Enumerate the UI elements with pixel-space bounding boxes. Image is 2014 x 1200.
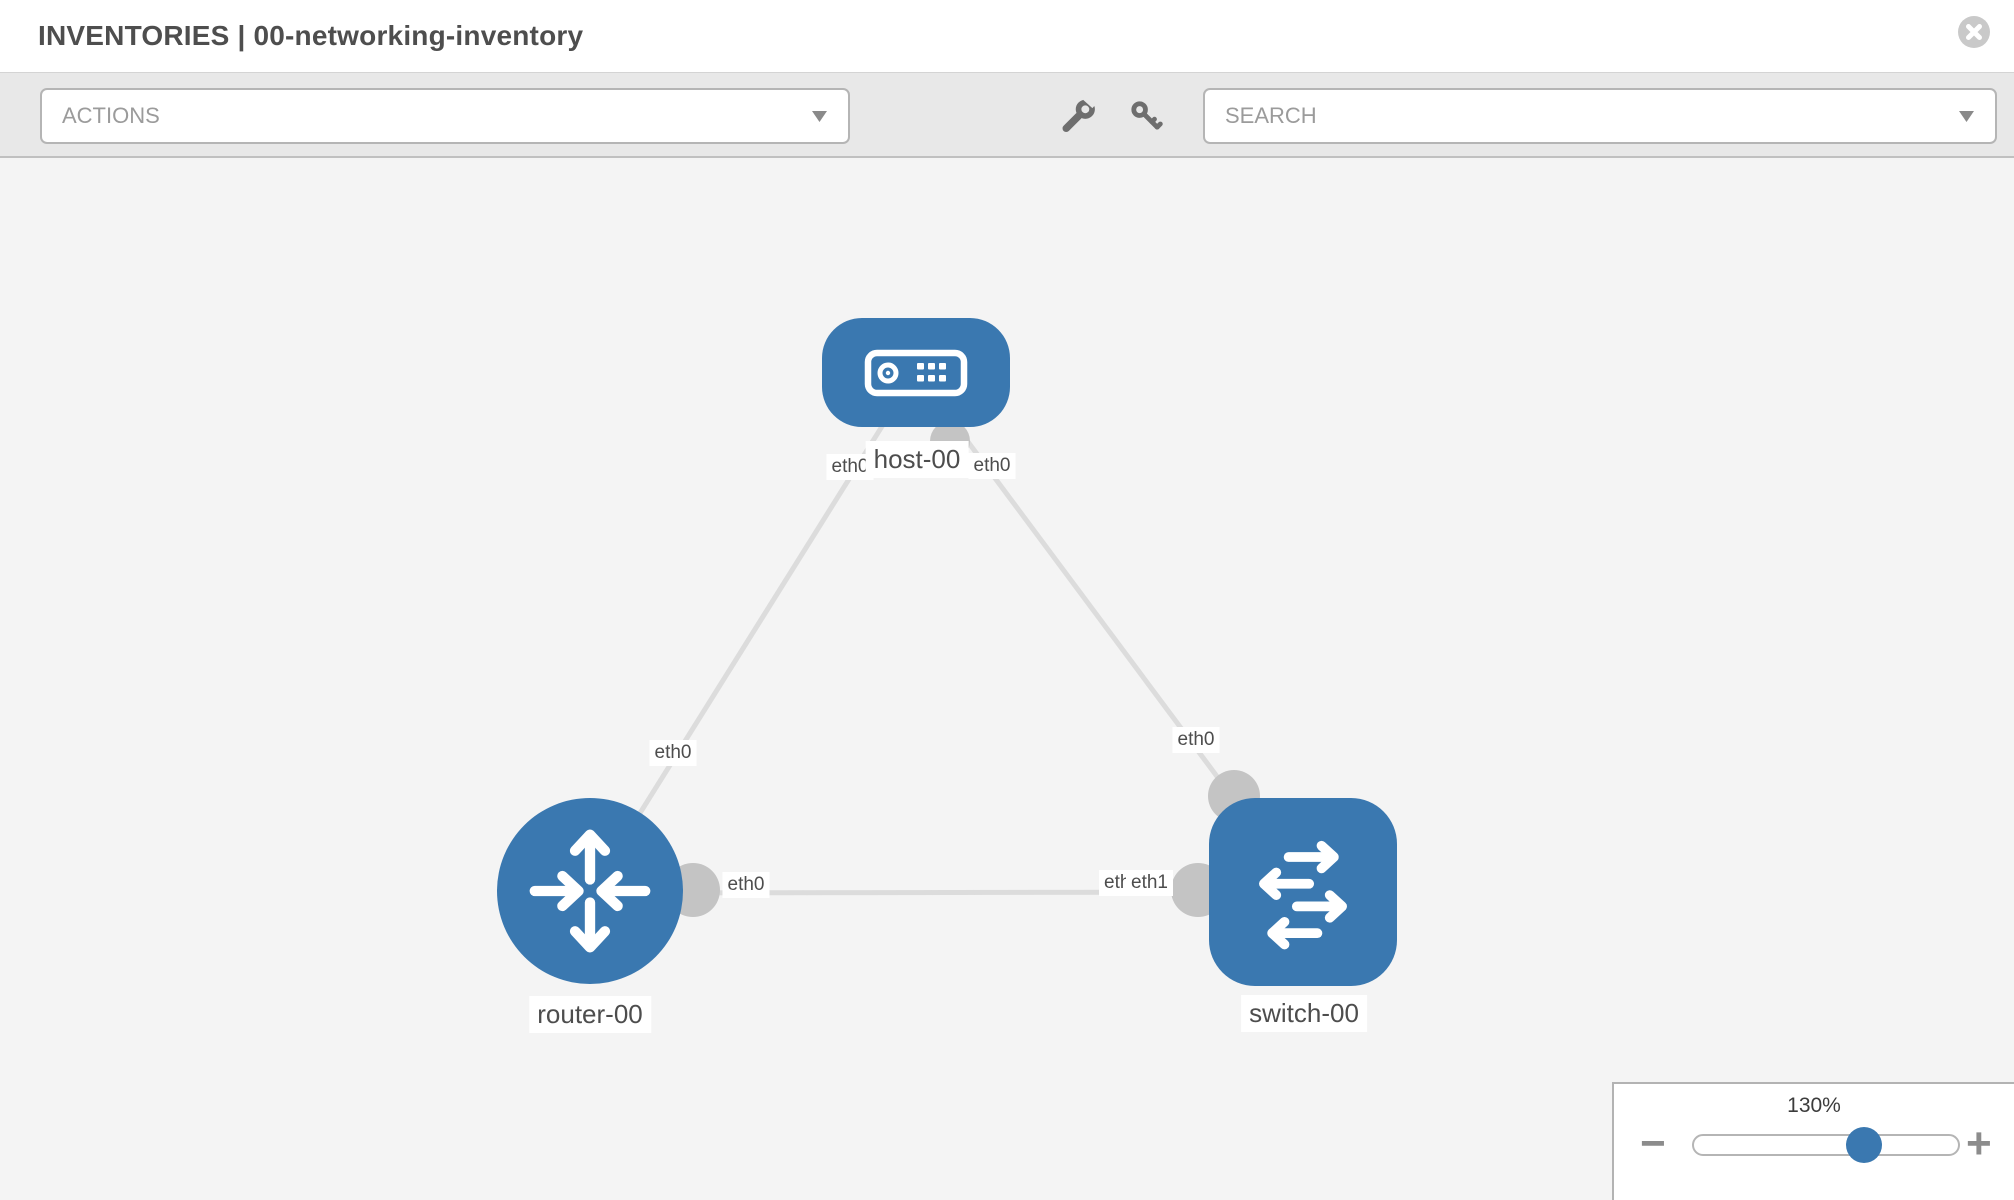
zoom-level: 130% xyxy=(1787,1094,1841,1117)
zoom-out-button[interactable]: − xyxy=(1640,1119,1666,1168)
topology-links-layer xyxy=(587,370,1306,917)
node-host-00[interactable] xyxy=(822,318,1010,427)
interface-label-router-eth0: eth0 xyxy=(722,872,770,898)
key-icon xyxy=(1131,100,1163,130)
interface-label-switch-eth0: eth0 xyxy=(1172,727,1220,753)
host-icon xyxy=(864,349,968,396)
actions-dropdown[interactable]: ACTIONS xyxy=(40,88,850,144)
zoom-in-button[interactable]: + xyxy=(1966,1119,1992,1168)
toolbar: ACTIONS SEARCH xyxy=(0,72,2014,158)
router-icon xyxy=(529,829,651,953)
switch-icon xyxy=(1259,840,1347,950)
interface-label-switch-eth1: eth1 xyxy=(1126,870,1173,896)
search-dropdown-label: SEARCH xyxy=(1225,103,1317,128)
interface-label-router-eth0-uplink: eth0 xyxy=(649,740,697,766)
header: INVENTORIES | 00-networking-inventory xyxy=(0,0,2014,73)
close-button[interactable] xyxy=(1958,16,1990,48)
wrench-icon xyxy=(1062,90,1100,132)
toolbar-credentials-button[interactable] xyxy=(1126,97,1166,137)
topology-canvas[interactable]: eth0 eth0 eth0 eth0 eth0 eth1 eth1 host-… xyxy=(0,158,2014,1200)
node-router-00[interactable] xyxy=(497,798,683,984)
node-label-router-00: router-00 xyxy=(529,996,651,1033)
toolbar-tools-button[interactable] xyxy=(1058,90,1100,137)
interface-label-host-eth0-right: eth0 xyxy=(968,453,1016,479)
page-title: INVENTORIES | 00-networking-inventory xyxy=(38,20,584,51)
caret-down-icon xyxy=(1959,110,1974,122)
actions-dropdown-label: ACTIONS xyxy=(62,103,160,128)
close-icon xyxy=(1958,16,1990,48)
node-switch-00[interactable] xyxy=(1209,798,1397,986)
zoom-slider-track[interactable] xyxy=(1692,1127,1960,1163)
search-dropdown[interactable]: SEARCH xyxy=(1203,88,1997,144)
zoom-slider-thumb[interactable] xyxy=(1846,1127,1882,1163)
zoom-panel: 130% − + xyxy=(1612,1082,2014,1200)
caret-down-icon xyxy=(812,110,827,122)
node-label-host-00: host-00 xyxy=(865,441,969,478)
node-label-switch-00: switch-00 xyxy=(1241,995,1367,1032)
